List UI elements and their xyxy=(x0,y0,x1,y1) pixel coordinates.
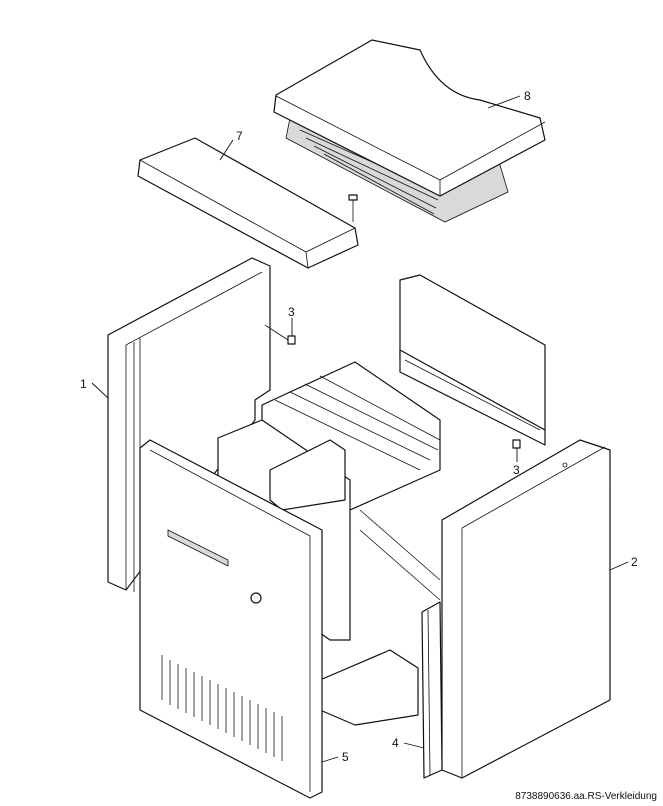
base-plate xyxy=(319,649,419,726)
callout-3-upper: 3 xyxy=(288,305,295,319)
top-cover-part-8 xyxy=(273,39,546,223)
callout-7: 7 xyxy=(236,129,243,143)
right-side-panel-part-2 xyxy=(441,439,611,779)
rear-panel-frame xyxy=(399,274,546,446)
callout-1: 1 xyxy=(80,377,87,391)
front-strip-part-4 xyxy=(421,601,443,779)
clip-part-3-upper xyxy=(264,324,296,345)
callout-2: 2 xyxy=(631,555,638,569)
leader-lines xyxy=(91,95,629,763)
front-door-part-5 xyxy=(139,439,323,799)
document-id: 8738890636.aa.RS-Verkleidung xyxy=(515,791,657,802)
callout-3-lower: 3 xyxy=(513,463,520,477)
callout-5: 5 xyxy=(342,750,349,764)
callout-4: 4 xyxy=(392,736,399,750)
vent-slots xyxy=(161,655,283,761)
rear-rail-part-7 xyxy=(137,137,359,269)
screw-icon xyxy=(348,194,358,222)
sight-glass-icon xyxy=(250,592,262,604)
clip-part-3-lower xyxy=(512,439,521,449)
callout-8: 8 xyxy=(524,89,531,103)
brand-badge xyxy=(167,529,229,567)
